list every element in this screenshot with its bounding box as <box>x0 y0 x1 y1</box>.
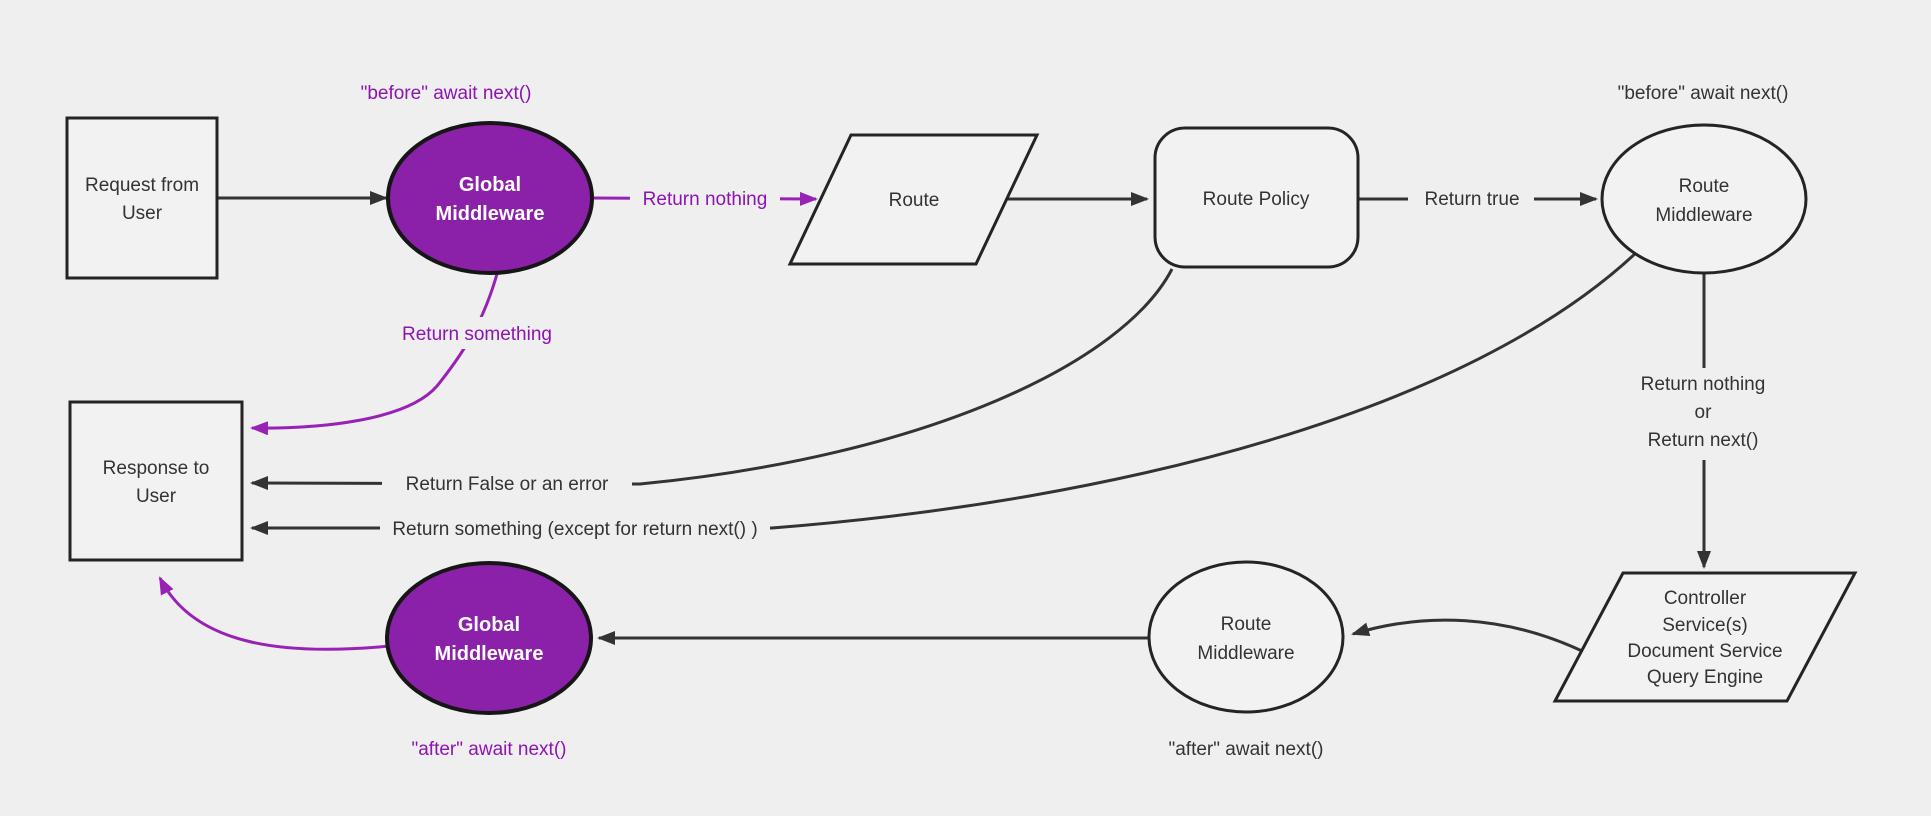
node-controller-services: Controller Service(s) Document Service Q… <box>1552 571 1858 703</box>
label-return-true-bg <box>1408 183 1534 214</box>
edge-route-policy-return-false-to-response <box>250 268 1174 491</box>
response-to-user-box <box>68 400 244 562</box>
response-to-user-line2: User <box>136 486 177 507</box>
label-return-false-or-error-text: Return False or an error <box>406 474 609 495</box>
label-return-false-or-error-bg <box>382 467 632 499</box>
label-return-nothing-or-next-line2: or <box>1695 402 1713 423</box>
label-return-false-or-error: Return False or an error <box>382 467 632 499</box>
label-return-something-except-text: Return something (except for return next… <box>392 519 757 540</box>
response-to-user-line1: Response to <box>103 458 210 479</box>
label-return-nothing-or-next-bg <box>1612 368 1796 460</box>
node-route-middleware-bottom: Route Middleware <box>1147 560 1345 714</box>
label-after-await-next-right: "after" await next() <box>1169 739 1324 760</box>
label-before-await-next-top: "before" await next() <box>361 83 532 104</box>
route-policy-label: Route Policy <box>1203 189 1310 210</box>
label-return-something-except-bg <box>380 512 770 544</box>
label-return-nothing-or-next-line1: Return nothing <box>1641 374 1766 395</box>
label-return-true-text: Return true <box>1424 189 1519 210</box>
route-middleware-bottom-ellipse <box>1147 560 1345 714</box>
global-middleware-bottom-line1: Global <box>458 614 520 636</box>
request-from-user-line2: User <box>122 203 163 224</box>
label-return-nothing-or-next-line3: Return next() <box>1648 430 1759 451</box>
route-label: Route <box>889 190 940 211</box>
node-global-middleware-top: Global Middleware <box>386 121 594 275</box>
route-middleware-top-line2: Middleware <box>1655 205 1752 226</box>
route-middleware-bottom-line1: Route <box>1221 614 1272 635</box>
request-from-user-line1: Request from <box>85 175 199 196</box>
route-middleware-top-line1: Route <box>1679 176 1730 197</box>
global-middleware-bottom-ellipse <box>385 561 593 715</box>
global-middleware-top-ellipse <box>386 121 594 275</box>
label-return-something-except: Return something (except for return next… <box>380 512 770 544</box>
edge-route-middleware-return-something-to-response <box>250 249 1640 535</box>
label-return-something-text: Return something <box>402 324 552 345</box>
controller-services-line3: Document Service <box>1627 641 1782 662</box>
controller-services-line1: Controller <box>1664 588 1747 609</box>
route-middleware-bottom-line2: Middleware <box>1197 643 1294 664</box>
global-middleware-bottom-line2: Middleware <box>435 643 544 665</box>
controller-services-line2: Service(s) <box>1662 615 1748 636</box>
controller-services-parallelogram <box>1552 571 1858 703</box>
edge-global-middleware-bottom-to-response <box>158 576 391 651</box>
label-return-something-bg <box>396 317 558 349</box>
label-return-something: Return something <box>396 317 558 349</box>
node-global-middleware-bottom: Global Middleware <box>385 561 593 715</box>
label-return-true: Return true <box>1408 183 1534 214</box>
node-route-middleware-top: Route Middleware <box>1600 123 1808 275</box>
controller-services-line4: Query Engine <box>1647 667 1763 688</box>
route-middleware-top-ellipse <box>1600 123 1808 275</box>
edge-controller-to-route-middleware-bottom <box>1351 618 1583 653</box>
global-middleware-top-line2: Middleware <box>436 203 545 225</box>
label-after-await-next-left: "after" await next() <box>412 739 567 760</box>
label-return-nothing-text: Return nothing <box>643 189 768 210</box>
edge-global-middleware-return-something-to-response <box>250 273 499 436</box>
nodes: Request from User Global Middleware Rout… <box>65 116 1858 715</box>
node-request-from-user: Request from User <box>65 116 219 280</box>
route-policy-box <box>1153 126 1360 269</box>
request-from-user-box <box>65 116 219 280</box>
label-return-nothing-or-next: Return nothing or Return next() <box>1612 368 1796 460</box>
label-return-nothing-bg <box>630 183 780 214</box>
edge-labels: Return nothing Return true Return nothin… <box>380 183 1796 544</box>
node-response-to-user: Response to User <box>68 400 244 562</box>
edges <box>158 191 1711 653</box>
global-middleware-top-line1: Global <box>459 174 521 196</box>
node-annotations: "before" await next() "before" await nex… <box>361 83 1789 760</box>
node-route-policy: Route Policy <box>1153 126 1360 269</box>
label-return-nothing: Return nothing <box>630 183 780 214</box>
route-parallelogram <box>787 133 1040 266</box>
node-route: Route <box>787 133 1040 266</box>
label-before-await-next-right: "before" await next() <box>1618 83 1789 104</box>
